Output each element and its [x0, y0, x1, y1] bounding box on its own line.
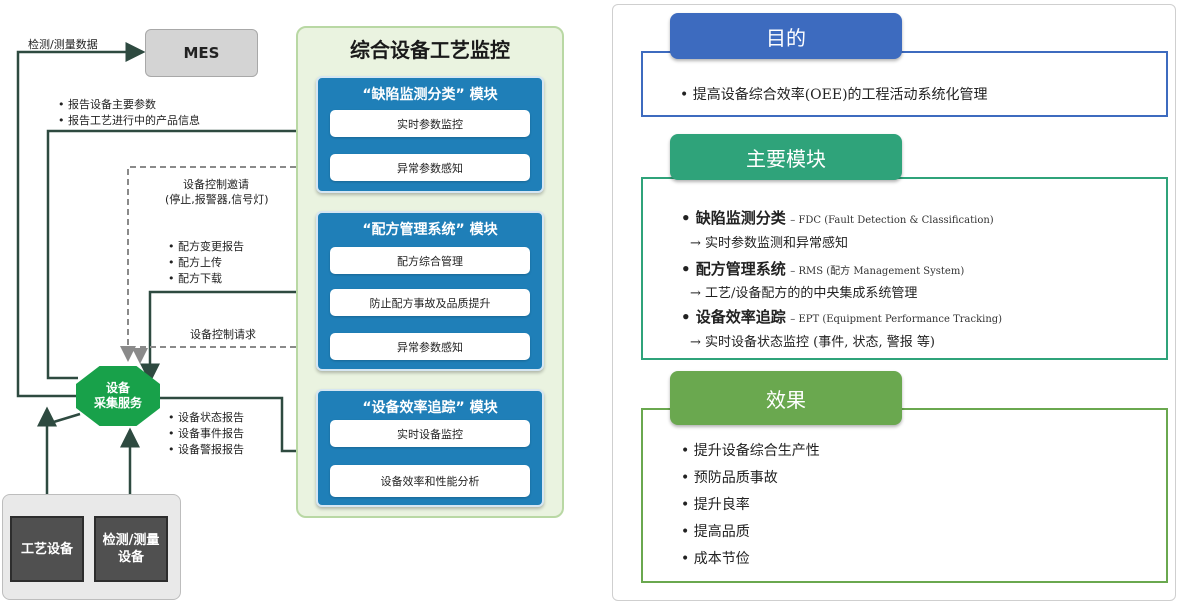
collection-service-node: 设备 采集服务	[76, 366, 160, 426]
main-modules-box	[641, 177, 1168, 360]
module-ept-title: “设备效率追踪” 模块	[362, 400, 498, 416]
process-equipment: 工艺设备	[10, 516, 84, 582]
main-module-rms-en: – RMS (配方 Management System)	[790, 266, 965, 277]
effect-item: • 提升良率	[681, 497, 750, 513]
main-module-ept-desc: → 实时设备状态监控 (事件, 状态, 警报 等)	[690, 335, 935, 350]
measurement-equipment: 检测/测量 设备	[94, 516, 168, 582]
label-event-report: • 设备事件报告	[168, 427, 244, 440]
label-status-report: • 设备状态报告	[168, 411, 244, 424]
effect-item: • 提高品质	[681, 524, 750, 540]
module-ept-item: 实时设备监控	[330, 420, 530, 447]
label-control-invite-detail: (停止,报警器,信号灯)	[165, 193, 269, 206]
main-modules-header: 主要模块	[670, 134, 902, 180]
panel-title: 综合设备工艺监控	[350, 38, 510, 62]
effects-box	[641, 408, 1168, 583]
service-label-line2: 采集服务	[93, 396, 142, 410]
mes-box: MES	[145, 29, 258, 77]
label-report-products: • 报告工艺进行中的产品信息	[58, 114, 200, 127]
module-fdc-item: 异常参数感知	[330, 154, 530, 181]
module-rms-item: 配方综合管理	[330, 247, 530, 274]
effect-item: • 提升设备综合生产性	[681, 443, 820, 459]
main-module-ept: • 设备效率追踪 – EPT (Equipment Performance Tr…	[681, 306, 1002, 327]
label-alarm-report: • 设备警报报告	[168, 443, 244, 456]
label-measure-data: 检测/测量数据	[28, 38, 98, 51]
service-label-line1: 设备	[105, 381, 130, 395]
module-rms-item: 异常参数感知	[330, 333, 530, 360]
main-module-fdc-desc: → 实时参数监测和异常感知	[690, 236, 849, 251]
label-recipe-change: • 配方变更报告	[168, 240, 244, 253]
measurement-equipment-line2: 设备	[117, 550, 144, 565]
measurement-equipment-line1: 检测/测量	[102, 533, 160, 548]
label-recipe-upload: • 配方上传	[168, 256, 222, 269]
module-rms-title: “配方管理系统” 模块	[362, 222, 498, 238]
module-fdc-item: 实时参数监控	[330, 110, 530, 137]
module-fdc-title: “缺陷监测分类” 模块	[362, 87, 498, 103]
label-control-request: 设备控制请求	[190, 328, 256, 341]
main-module-rms-desc: → 工艺/设备配方的的中央集成系统管理	[690, 286, 918, 301]
effects-header: 效果	[670, 371, 902, 425]
main-module-rms-name: • 配方管理系统	[681, 260, 786, 278]
main-module-fdc-en: – FDC (Fault Detection & Classification)	[790, 215, 994, 226]
label-control-invite: 设备控制邀请	[183, 178, 249, 191]
label-report-params: • 报告设备主要参数	[58, 98, 156, 111]
purpose-box	[641, 51, 1168, 117]
module-rms-item: 防止配方事故及品质提升	[330, 289, 530, 316]
label-recipe-download: • 配方下载	[168, 272, 222, 285]
effect-item: • 成本节俭	[681, 551, 750, 567]
main-module-ept-en: – EPT (Equipment Performance Tracking)	[790, 314, 1003, 325]
effect-item: • 预防品质事故	[681, 470, 778, 486]
main-module-fdc: • 缺陷监测分类 – FDC (Fault Detection & Classi…	[681, 207, 994, 228]
purpose-header: 目的	[670, 13, 902, 59]
main-module-fdc-name: • 缺陷监测分类	[681, 209, 786, 227]
main-module-ept-name: • 设备效率追踪	[681, 308, 786, 326]
main-module-rms: • 配方管理系统 – RMS (配方 Management System)	[681, 258, 964, 279]
purpose-text: • 提高设备综合效率(OEE)的工程活动系统化管理	[680, 87, 988, 103]
module-ept-item: 设备效率和性能分析	[330, 465, 530, 497]
